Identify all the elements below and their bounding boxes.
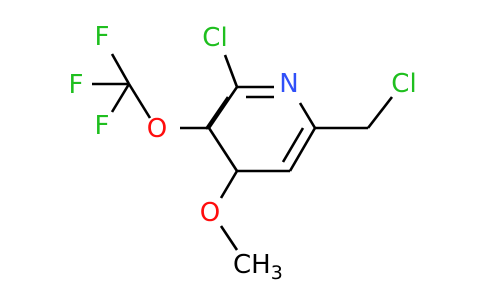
atom-o-methoxy: O [200,198,220,228]
bond-c5-c6-inner [281,127,305,163]
bond-c2-c3-inner [204,96,230,130]
bond-cf3-f-bottom [110,83,131,113]
bond-c2-cl [223,54,239,88]
bond-c6-n1 [298,102,317,129]
atom-methyl-group: CH3 [233,250,283,284]
atom-f-bottom: F [95,111,110,141]
bond-c5-c6 [288,127,317,172]
atom-n-ring: N [279,69,298,99]
atom-f-top: F [95,22,110,52]
atom-cl-ring: Cl [202,23,227,53]
bond-ch2-cl [366,96,394,129]
bond-c2-c3 [207,86,239,129]
bond-c3-c4 [207,127,239,172]
atom-cl-chain: Cl [391,69,416,99]
bond-o-cf3 [127,83,152,119]
bond-c4-o [219,170,239,199]
methyl-subscript: 3 [271,262,283,284]
atom-label-layer: Cl N Cl F F F O O CH3 [69,22,417,284]
methyl-label: CH [233,250,271,280]
atom-o-ocf3: O [147,114,167,144]
atom-f-left: F [69,70,84,100]
bond-o-methyl [219,225,239,251]
bond-cf3-f-top [110,53,131,85]
bond-layer [92,53,394,251]
